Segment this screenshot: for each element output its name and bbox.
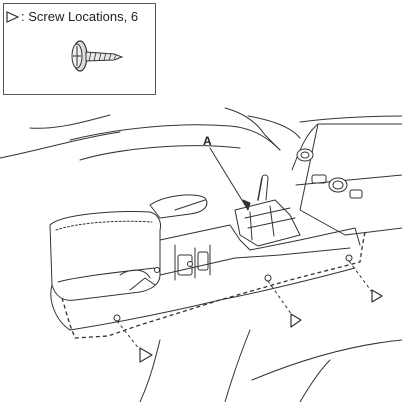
legend-box: : Screw Locations, 6 bbox=[3, 3, 156, 95]
screw-point-3 bbox=[345, 254, 353, 262]
armrest-lid bbox=[49, 211, 161, 301]
handbrake bbox=[149, 194, 208, 219]
screw-location-marker-2 bbox=[290, 313, 302, 328]
shift-lever bbox=[257, 177, 263, 201]
screw-location-marker-1 bbox=[139, 347, 153, 363]
screw-point-1 bbox=[113, 314, 121, 322]
shift-boot bbox=[234, 199, 301, 247]
dashboard-edge bbox=[299, 115, 402, 123]
console-top-edge bbox=[159, 224, 361, 251]
panel-dashed-outline bbox=[61, 231, 366, 339]
control-knob-1 bbox=[296, 148, 314, 162]
seat-back-outline bbox=[69, 124, 281, 151]
screw-point-4 bbox=[154, 267, 160, 273]
screw-icon bbox=[71, 40, 124, 72]
screw-location-marker-icon bbox=[6, 11, 20, 23]
callout-label-a: A bbox=[203, 134, 212, 148]
legend-caption: : Screw Locations, 6 bbox=[6, 10, 138, 24]
callout-leader-line bbox=[209, 147, 249, 211]
screw-point-2 bbox=[264, 274, 272, 282]
screw-point-5 bbox=[187, 261, 193, 267]
legend-caption-text: : Screw Locations, 6 bbox=[21, 9, 139, 24]
floor-line bbox=[251, 339, 402, 381]
control-knob-2 bbox=[328, 177, 348, 193]
seat-outline-left bbox=[29, 114, 111, 129]
screw-location-marker-3 bbox=[371, 289, 383, 303]
